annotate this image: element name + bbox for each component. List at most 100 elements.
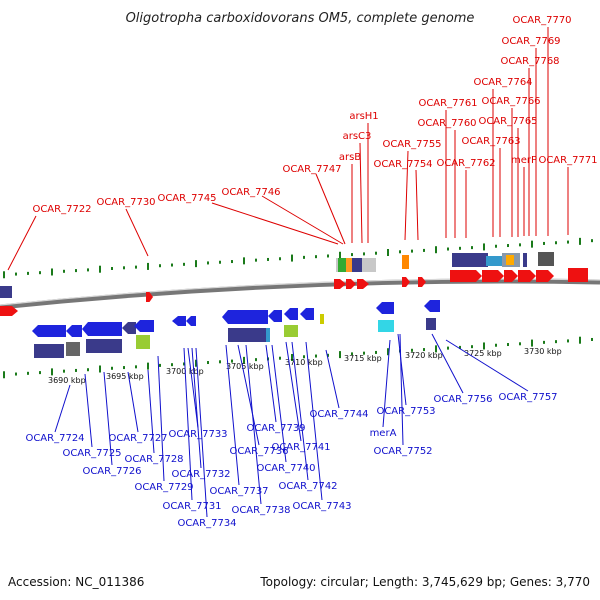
top-gene-label[interactable]: OCAR_7745 (157, 193, 216, 204)
top-gene-label[interactable]: OCAR_7762 (436, 158, 495, 169)
top-gene-label[interactable]: OCAR_7764 (473, 77, 532, 88)
accession-text: Accession: NC_011386 (8, 575, 144, 589)
gene-features (0, 252, 588, 358)
top-gene-label[interactable]: OCAR_7763 (461, 136, 520, 147)
top-gene-label[interactable]: arsH1 (349, 111, 378, 122)
top-label-leader (7, 215, 37, 271)
top-label-leaders (7, 27, 569, 271)
bottom-label-leader (325, 349, 340, 409)
bottom-gene-label[interactable]: OCAR_7732 (171, 469, 230, 480)
top-gene-label[interactable]: OCAR_7730 (96, 197, 155, 208)
gene-box (228, 328, 270, 342)
kbp-label: 3695 kbp (106, 372, 144, 381)
forward-gene-arrow (518, 270, 536, 282)
bottom-label-leader (103, 371, 113, 466)
bottom-label-leader (399, 333, 404, 446)
gene-box (284, 325, 298, 337)
top-gene-label[interactable]: OCAR_7755 (382, 139, 441, 150)
bottom-gene-label[interactable]: OCAR_7727 (108, 433, 167, 444)
bottom-label-leader (225, 344, 240, 486)
bottom-label-leader (291, 341, 309, 481)
top-gene-label[interactable]: OCAR_7754 (373, 159, 432, 170)
bottom-label-leader (147, 369, 155, 454)
forward-gene-arrow (504, 270, 518, 282)
bottom-gene-label[interactable]: OCAR_7726 (82, 466, 141, 477)
top-gene-label[interactable]: OCAR_7761 (418, 98, 477, 109)
gene-box (538, 252, 554, 266)
bottom-label-leader (84, 373, 93, 448)
bottom-gene-label[interactable]: OCAR_7757 (498, 392, 557, 403)
bottom-label-leader (445, 339, 529, 392)
kbp-label: 3690 kbp (48, 376, 86, 385)
bottom-gene-label[interactable]: OCAR_7744 (309, 409, 368, 420)
gene-box (0, 286, 12, 298)
bottom-gene-label[interactable]: OCAR_7756 (433, 394, 492, 405)
forward-gene-arrow (402, 277, 410, 287)
bottom-gene-label[interactable]: OCAR_7739 (246, 423, 305, 434)
bottom-gene-label[interactable]: OCAR_7724 (25, 433, 84, 444)
bottom-gene-label[interactable]: OCAR_7753 (376, 406, 435, 417)
bottom-label-leader (431, 333, 464, 394)
top-gene-label[interactable]: OCAR_7770 (512, 15, 571, 26)
forward-gene-arrow (346, 279, 356, 289)
bottom-label-leader (397, 333, 407, 406)
top-label-leader (261, 195, 344, 245)
bottom-gene-label[interactable]: OCAR_7728 (124, 454, 183, 465)
top-label-leader (315, 173, 346, 245)
bottom-gene-label[interactable]: OCAR_7752 (373, 446, 432, 457)
bottom-gene-label[interactable]: OCAR_7736 (229, 446, 288, 457)
gene-box (346, 258, 352, 272)
bottom-gene-label[interactable]: merA (370, 428, 397, 439)
genome-backbone-highlight (0, 278, 600, 306)
gene-box (266, 328, 270, 342)
map-title: Oligotropha carboxidovorans OM5, complet… (126, 11, 475, 26)
bottom-gene-label[interactable]: OCAR_7734 (177, 518, 236, 529)
reverse-gene-arrow (186, 316, 196, 326)
bottom-label-leader (237, 344, 260, 446)
bottom-label-leader (195, 347, 208, 518)
bottom-gene-label[interactable]: OCAR_7742 (278, 481, 337, 492)
top-gene-label[interactable]: OCAR_7771 (538, 155, 597, 166)
top-gene-label[interactable]: merP (511, 155, 537, 166)
top-gene-label[interactable]: OCAR_7760 (417, 118, 476, 129)
bottom-label-leaders (54, 333, 529, 518)
bottom-gene-label[interactable]: OCAR_7738 (231, 505, 290, 516)
forward-gene-arrow (450, 270, 482, 282)
bottom-gene-label[interactable]: OCAR_7725 (62, 448, 121, 459)
top-gene-label[interactable]: OCAR_7765 (478, 116, 537, 127)
bottom-gene-label[interactable]: OCAR_7740 (256, 463, 315, 474)
top-gene-label[interactable]: OCAR_7769 (501, 36, 560, 47)
forward-gene-arrow (334, 279, 346, 289)
reverse-gene-arrow (300, 308, 314, 320)
reverse-gene-arrow (172, 316, 186, 326)
gene-box (378, 320, 394, 332)
top-gene-label[interactable]: arsB (339, 152, 361, 163)
top-label-leader (404, 150, 409, 241)
bottom-gene-label[interactable]: OCAR_7733 (168, 429, 227, 440)
bottom-label-leader (265, 344, 277, 423)
forward-gene-arrow (0, 306, 18, 316)
reverse-gene-arrow (134, 320, 154, 332)
genome-backbone (0, 278, 600, 310)
bottom-gene-label[interactable]: OCAR_7731 (162, 501, 221, 512)
top-gene-label[interactable]: OCAR_7768 (500, 56, 559, 67)
gene-box (523, 253, 527, 267)
bottom-label-leader (157, 355, 165, 482)
top-gene-label[interactable]: OCAR_7722 (32, 204, 91, 215)
bottom-gene-label[interactable]: OCAR_7729 (134, 482, 193, 493)
top-gene-label[interactable]: OCAR_7747 (282, 164, 341, 175)
reverse-gene-arrow (376, 302, 394, 314)
gene-box (136, 335, 150, 349)
reverse-gene-arrow (424, 300, 440, 312)
topology-text: Topology: circular; Length: 3,745,629 bp… (259, 575, 590, 589)
bottom-gene-label[interactable]: OCAR_7737 (209, 486, 268, 497)
gene-box (486, 256, 504, 266)
top-gene-label[interactable]: arsC3 (343, 131, 372, 142)
top-gene-label[interactable]: OCAR_7746 (221, 187, 280, 198)
top-gene-label[interactable]: OCAR_7766 (481, 96, 540, 107)
bottom-gene-label[interactable]: OCAR_7743 (292, 501, 351, 512)
bottom-gene-label[interactable]: OCAR_7741 (271, 442, 330, 453)
